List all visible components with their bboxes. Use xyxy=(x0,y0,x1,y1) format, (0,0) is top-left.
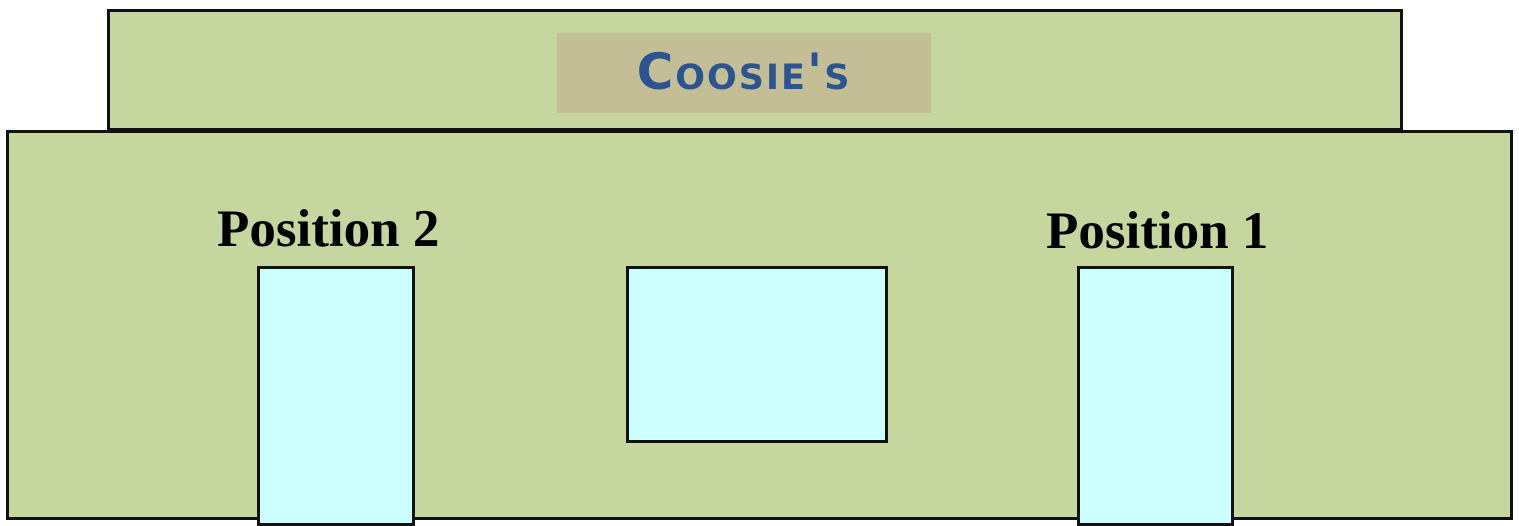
position-1-label: Position 1 xyxy=(1046,205,1268,258)
center-window xyxy=(626,266,888,443)
store-sign: Coosie's xyxy=(557,33,931,113)
store-name: Coosie's xyxy=(637,47,852,97)
right-door xyxy=(1077,266,1234,526)
left-door xyxy=(257,266,415,526)
position-2-label: Position 2 xyxy=(217,203,439,256)
